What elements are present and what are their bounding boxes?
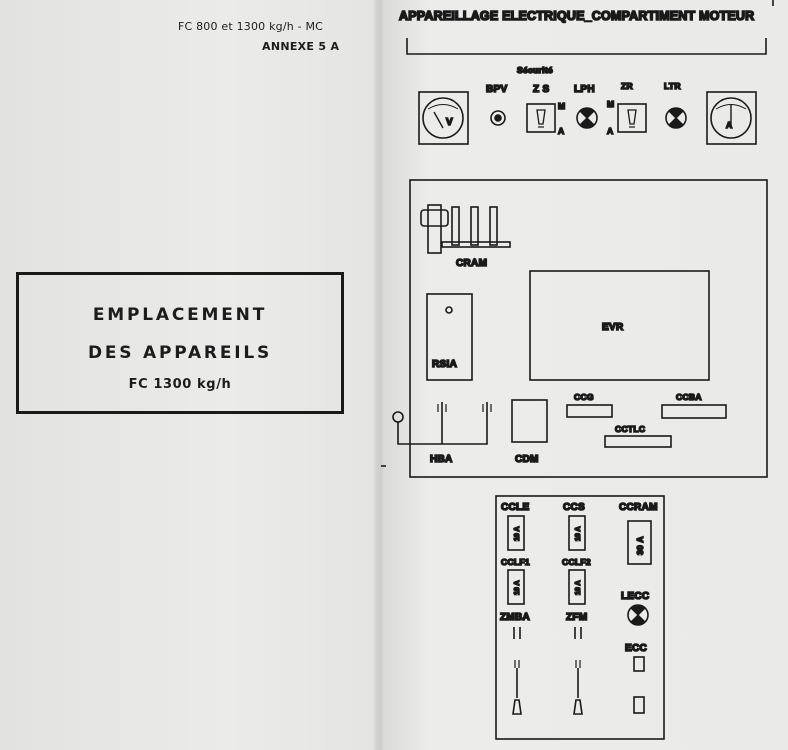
ccram-label: CCRAM [619,502,658,513]
cclf2-fuse-rating: 10 A [575,580,582,595]
ecc-connector [633,656,645,672]
lecc-label: LECC [621,591,649,602]
cctlc-fuse [604,435,672,448]
book-spine-shadow [372,0,384,750]
voltmeter-symbol: V [446,117,453,128]
evr-box [529,270,710,381]
zr-label: ZR [621,81,633,91]
zs-label: Z S [533,84,549,95]
evr-label: EVR [602,322,624,333]
top-instrument-panel: V Sécurité BPV Z S M A LPH [418,64,757,145]
cram-label: CRAM [456,258,487,269]
ecc-label: ECC [625,643,647,654]
ccba-label: CCBA [676,392,702,402]
securite-label: Sécurité [517,65,553,75]
bpv-label: BPV [486,84,507,95]
ccram-fuse [627,520,652,565]
ammeter-symbol: A [726,120,732,130]
title-box: EMPLACEMENT DES APPAREILS FC 1300 kg/h [16,272,344,414]
left-page [0,0,380,750]
rsia-label: RSIA [432,359,457,370]
hba-wiring [392,402,492,445]
main-panel-frame [409,179,768,478]
zmba-switch [512,627,522,715]
zr-m-mark: M [607,99,614,109]
cclf2-fuse [568,569,586,605]
rsia-relay [426,293,473,381]
ccg-label: CCG [574,392,594,402]
title-line-2: DES APPAREILS [87,343,273,363]
fuse-panel: CCLE 10 A CCS 10 A CCRAM 30 A CCLF1 10 A… [495,495,665,740]
hba-label: HBA [430,454,453,465]
ccle-fuse-rating: 10 A [514,526,521,541]
cdm-label: CDM [515,454,539,465]
lph-label: LPH [574,84,595,95]
diagram-heading: APPAREILLAGE ELECTRIQUE_COMPARTIMENT MOT… [399,9,754,23]
ltr-label: LTR [664,81,681,91]
title-line-1: EMPLACEMENT [92,305,268,325]
ltr-indicator-lamp [665,107,687,129]
ammeter: A [706,91,757,145]
lph-indicator-lamp [576,107,598,129]
zfm-label: ZFM [566,612,587,623]
zr-a-mark: A [607,126,613,136]
cdm-box [511,399,548,443]
ccba-fuse [661,404,727,419]
ecc-socket [633,696,645,714]
zmba-label: ZMBA [500,612,530,623]
zfm-switch [573,627,583,715]
cclf2-label: CCLF2 [562,557,591,567]
bpv-pushbutton [490,110,506,126]
ccram-fuse-rating: 30 A [635,536,645,555]
ccs-label: CCS [563,502,585,513]
lecc-indicator-lamp [627,604,649,626]
zs-switch [526,103,556,133]
title-line-3: FC 1300 kg/h [128,377,232,392]
cram-relay [420,204,511,254]
voltmeter: V [418,91,469,145]
fuse-panel-frame [495,495,665,740]
zs-m-mark: M [558,101,565,111]
heading-bracket [406,38,767,55]
ccle-fuse [507,515,525,551]
zs-a-mark: A [558,126,564,136]
ccg-fuse [566,404,613,418]
ccle-label: CCLE [501,502,529,513]
cclf1-label: CCLF1 [501,557,530,567]
document-reference: FC 800 et 1300 kg/h - MC [178,20,324,33]
zr-switch [617,103,647,133]
annex-label: ANNEXE 5 A [262,40,340,53]
cclf1-fuse [507,569,525,605]
cclf1-fuse-rating: 10 A [514,580,521,595]
cctlc-label: CCTLC [615,424,645,434]
ccs-fuse [568,515,586,551]
ccs-fuse-rating: 10 A [575,526,582,541]
main-panel: CRAM RSIA EVR CCG CCBA CCTLC CDM [381,179,768,478]
